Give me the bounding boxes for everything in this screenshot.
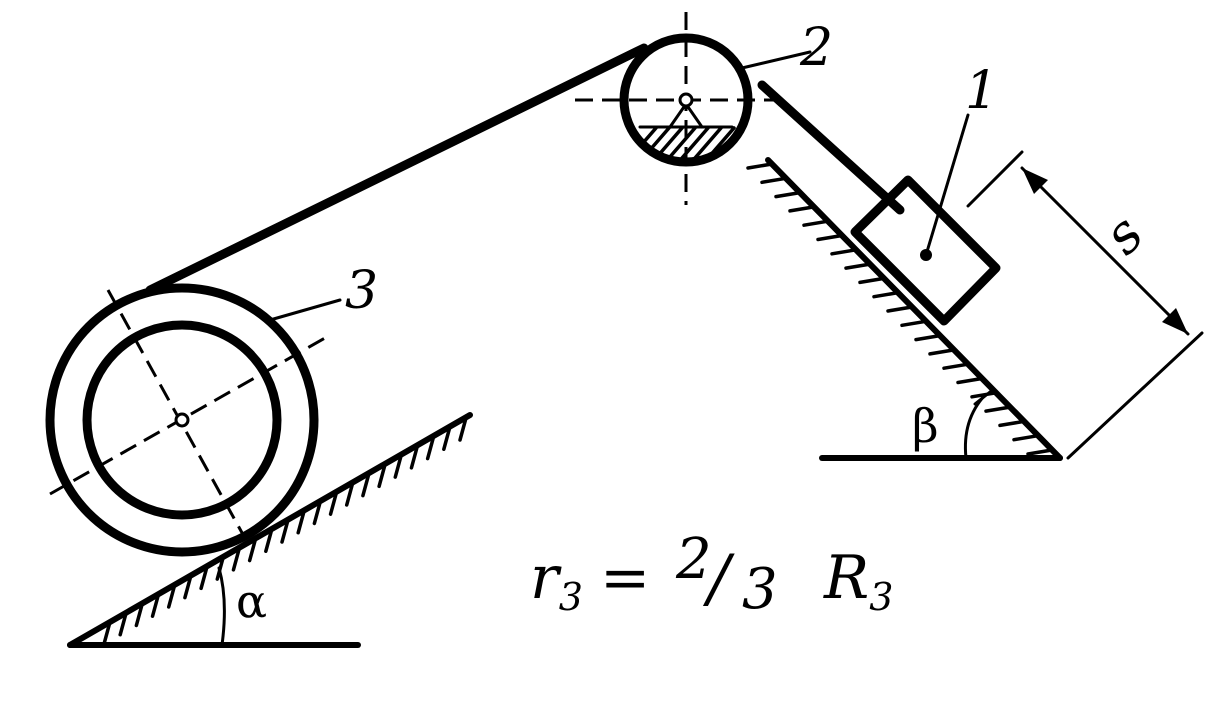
hatch-mark: [393, 453, 404, 479]
hatch-mark: [680, 126, 710, 158]
svg-text:R3: R3: [823, 543, 893, 619]
displacement-dimension: [966, 150, 1204, 460]
leader-lines: [268, 50, 970, 322]
formula-equals: =: [600, 543, 650, 613]
hatch-mark: [858, 276, 886, 285]
label-block-1: 1: [965, 61, 998, 121]
hatch-mark: [425, 434, 436, 461]
hatch-mark: [458, 416, 468, 442]
hatch-mark: [1026, 448, 1054, 456]
hatch-mark: [788, 205, 816, 213]
hatch-mark: [760, 128, 786, 158]
left-incline: [67, 412, 473, 648]
formula-numerator: 2: [675, 527, 712, 592]
hatch-mark: [296, 508, 306, 535]
formula-denominator: 3: [742, 557, 778, 622]
right-incline: [746, 157, 1063, 461]
hatch-mark: [102, 620, 112, 646]
hatch-mark: [747, 128, 773, 158]
label-angle-beta: β: [912, 399, 939, 453]
right-incline-hatching: [746, 162, 1054, 456]
pulley-2: [575, 12, 790, 205]
hatch-mark: [984, 405, 1012, 413]
hatch-mark: [774, 190, 802, 199]
hatch-mark: [998, 419, 1026, 428]
hatch-mark: [760, 176, 788, 185]
hatch-mark: [816, 233, 844, 242]
hatch-mark: [361, 471, 371, 498]
hatch-mark: [280, 518, 290, 544]
hatch-mark: [328, 490, 339, 516]
hatch-mark: [118, 610, 128, 637]
hatch-mark: [199, 564, 209, 591]
hatch-mark: [956, 376, 984, 385]
hatch-mark: [900, 319, 928, 328]
hatch-mark: [928, 348, 956, 356]
label-displacement-s: s: [1091, 202, 1155, 266]
formula-r: r: [530, 543, 562, 613]
hatch-mark: [377, 462, 387, 489]
hatch-mark: [166, 583, 177, 609]
formula-R-subscript: 3: [869, 575, 893, 619]
label-drum-3: 3: [345, 261, 378, 321]
formula-r-subscript: 3: [559, 575, 583, 619]
left-incline-hatching: [102, 416, 468, 646]
rope: [145, 43, 905, 295]
drum-3: [45, 283, 326, 557]
hatch-mark: [247, 536, 258, 563]
hatch-mark: [693, 126, 723, 158]
hatch-mark: [442, 425, 452, 452]
hatch-mark: [264, 527, 274, 554]
svg-text:r3: r3: [530, 543, 583, 619]
hatch-mark: [872, 290, 900, 299]
hatch-mark: [942, 362, 970, 370]
hatch-mark: [844, 262, 872, 270]
hatch-mark: [830, 248, 858, 256]
label-angle-alpha: α: [236, 574, 267, 628]
radius-ratio-formula: r3 = 2 / 3 R3: [530, 527, 893, 622]
hatch-mark: [344, 481, 355, 507]
hatch-mark: [312, 499, 323, 526]
hatch-mark: [231, 546, 242, 572]
hatch-mark: [150, 592, 161, 618]
hatch-mark: [183, 573, 193, 600]
formula-R: R: [823, 543, 869, 613]
hatch-mark: [746, 162, 774, 170]
hatch-mark: [802, 219, 830, 227]
hatch-mark: [134, 601, 145, 628]
hatch-mark: [409, 444, 420, 470]
hatch-mark: [667, 126, 697, 158]
formula-slash: /: [702, 542, 735, 616]
hatch-mark: [1012, 433, 1040, 442]
angle-arcs: [217, 390, 992, 647]
hatch-mark: [886, 305, 914, 313]
hatch-mark: [914, 333, 942, 342]
label-pulley-2: 2: [799, 18, 833, 78]
